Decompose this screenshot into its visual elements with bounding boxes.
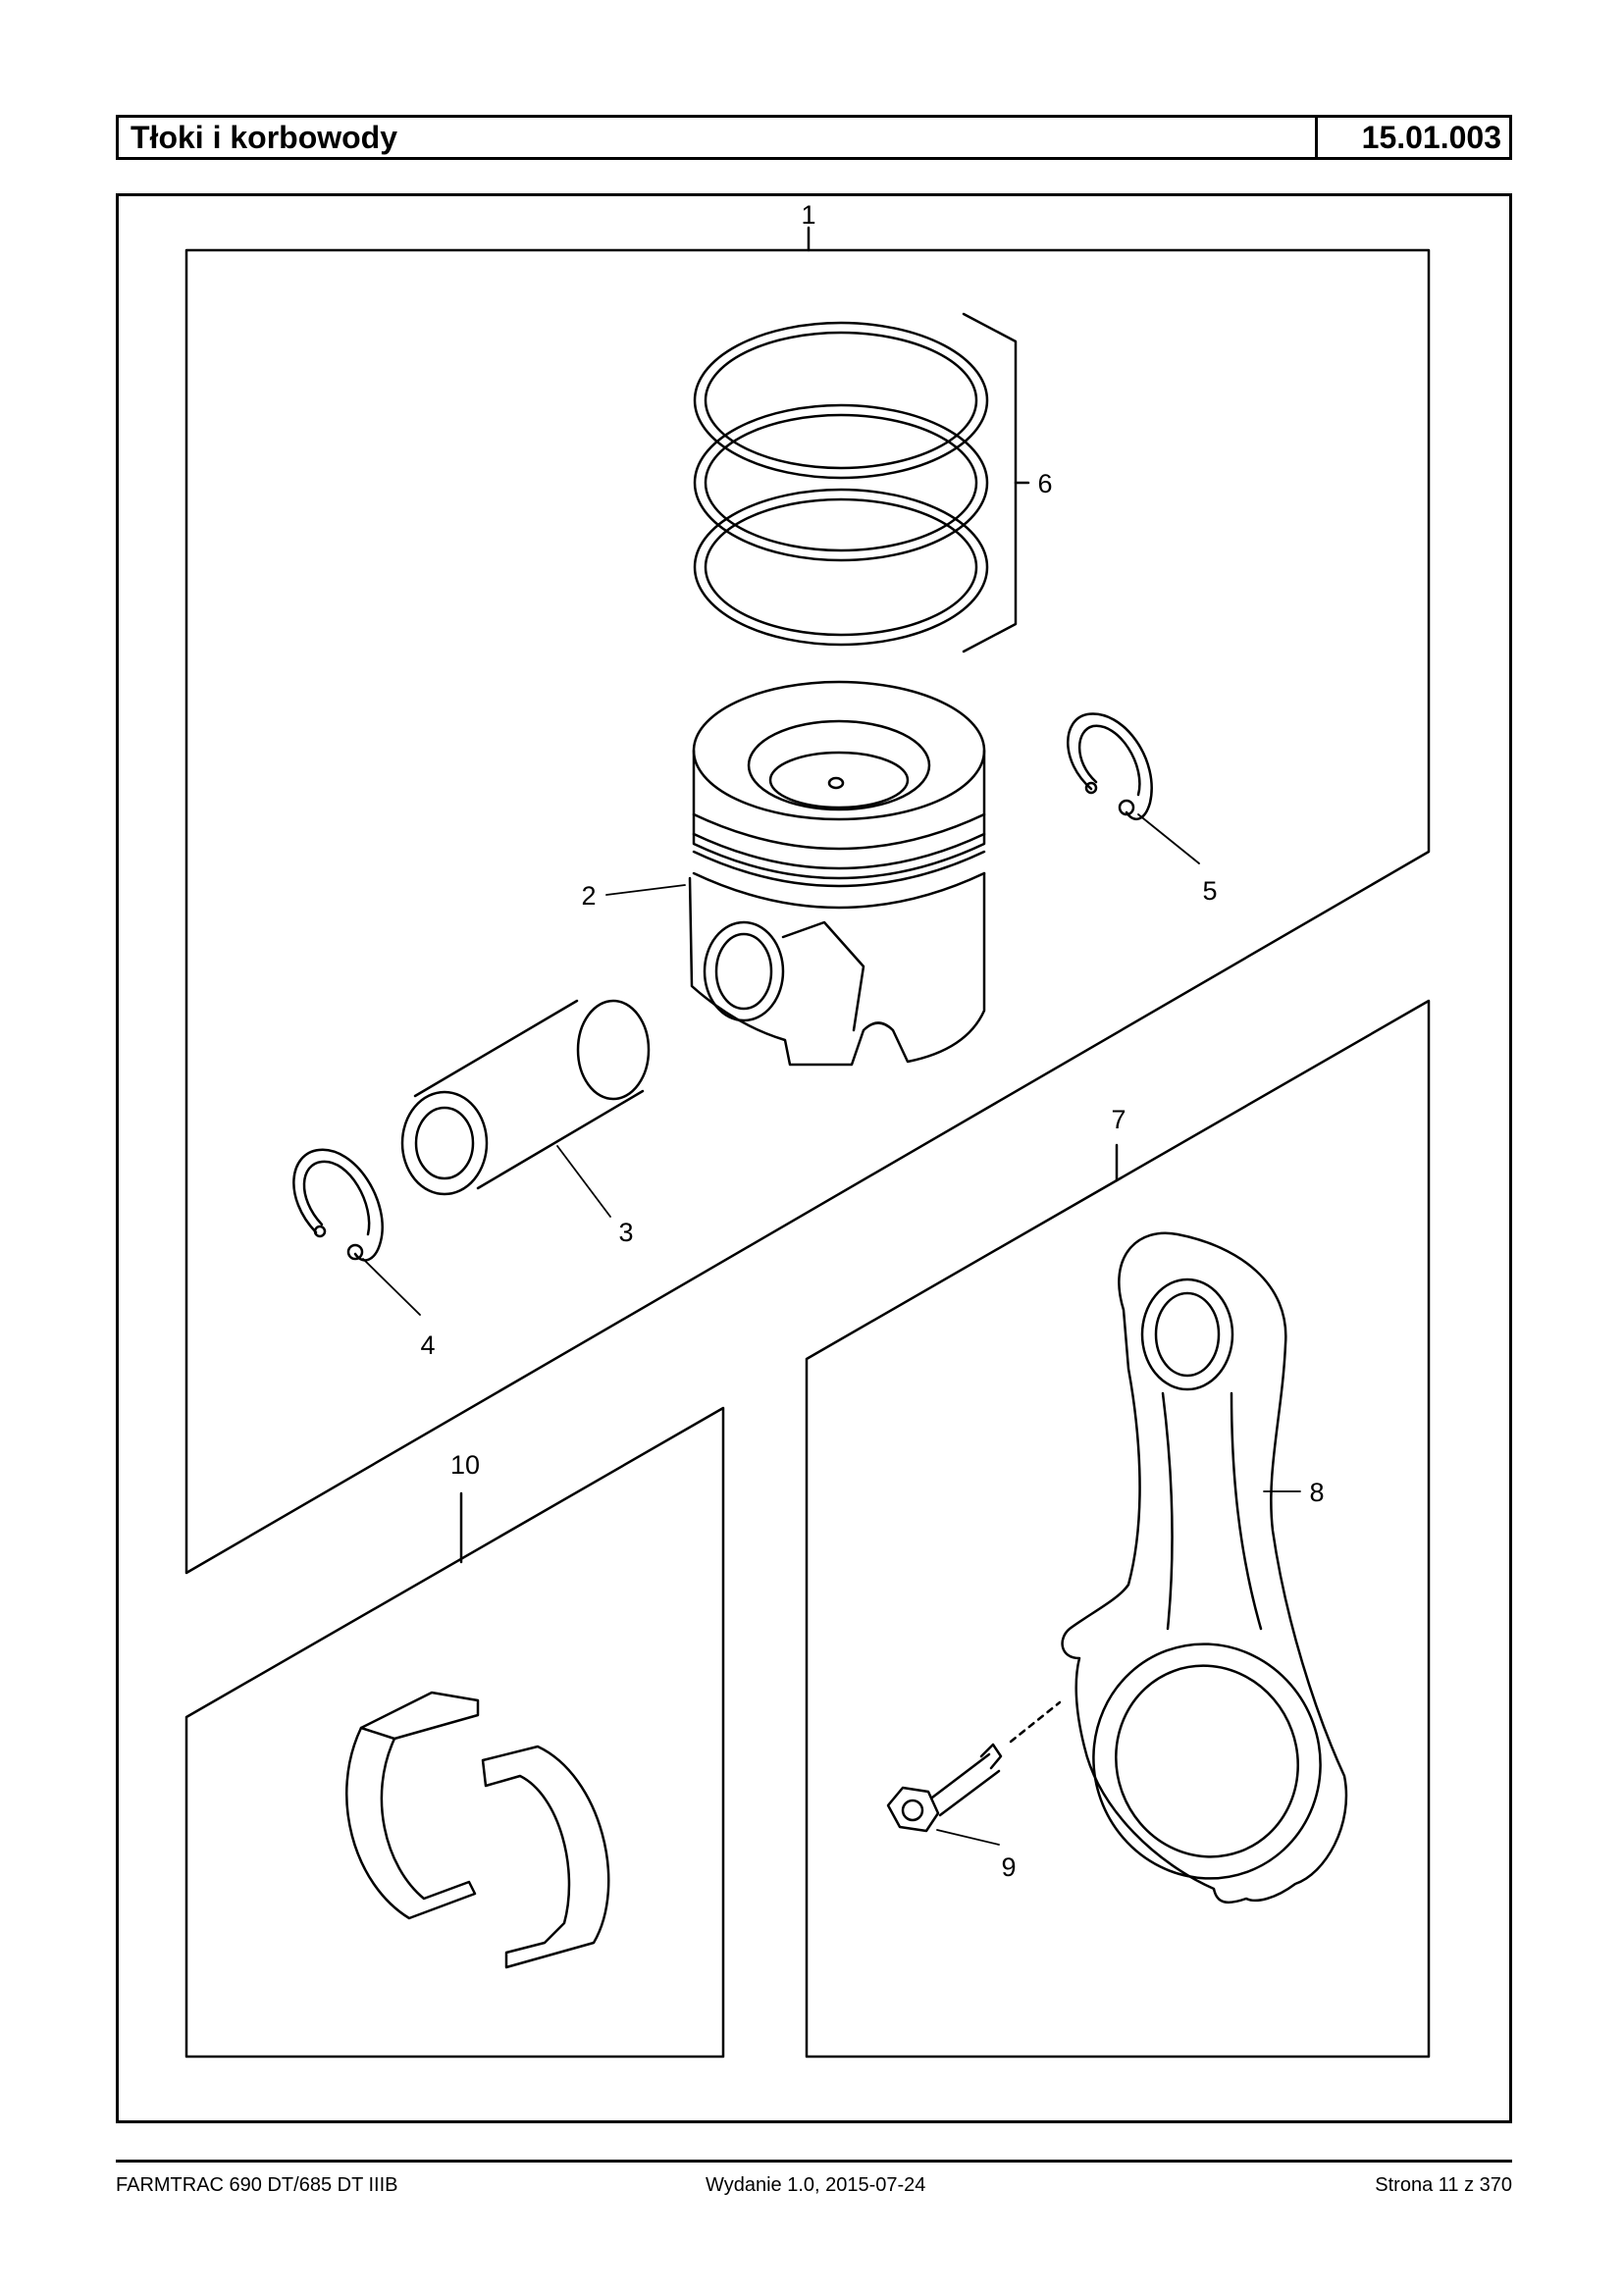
callout-4: 4 bbox=[420, 1330, 435, 1360]
footer-page-number: Strona 11 z 370 bbox=[1375, 2174, 1512, 2196]
callout-1: 1 bbox=[801, 200, 815, 230]
bearing-shells bbox=[345, 1691, 610, 1969]
connecting-rod-bolt bbox=[886, 1700, 1062, 1833]
callout-5: 5 bbox=[1202, 876, 1217, 906]
group-1-bracket bbox=[184, 226, 1431, 1575]
callout-9: 9 bbox=[1001, 1852, 1016, 1882]
page-header: Tłoki i korbowody 15.01.003 bbox=[116, 115, 1512, 160]
group-7-bracket bbox=[805, 999, 1431, 2059]
connecting-rod bbox=[1061, 1231, 1348, 1904]
footer-model: FARMTRAC 690 DT/685 DT IIIB bbox=[116, 2174, 398, 2196]
page-footer: FARMTRAC 690 DT/685 DT IIIB Wydanie 1.0,… bbox=[116, 2160, 1512, 2196]
footer-edition: Wydanie 1.0, 2015-07-24 bbox=[706, 2174, 926, 2196]
section-code: 15.01.003 bbox=[1361, 120, 1501, 155]
piston-rings bbox=[693, 312, 1030, 653]
group-10-bracket bbox=[184, 1406, 725, 2059]
piston-pin bbox=[400, 999, 651, 1196]
piston bbox=[688, 680, 986, 1067]
illustration-frame bbox=[116, 193, 1512, 2123]
callout-8: 8 bbox=[1309, 1478, 1324, 1507]
callout-2: 2 bbox=[581, 881, 596, 911]
callout-10: 10 bbox=[450, 1450, 480, 1480]
callout-7: 7 bbox=[1111, 1105, 1126, 1134]
callout-numbers: 1 2 3 4 5 6 7 8 9 10 bbox=[420, 200, 1324, 1882]
circlip-right bbox=[1067, 712, 1153, 821]
circlip-left bbox=[292, 1148, 384, 1262]
leader-lines bbox=[362, 813, 1301, 1846]
page-title: Tłoki i korbowody bbox=[119, 118, 1318, 157]
callout-6: 6 bbox=[1037, 469, 1052, 498]
callout-3: 3 bbox=[618, 1218, 633, 1247]
